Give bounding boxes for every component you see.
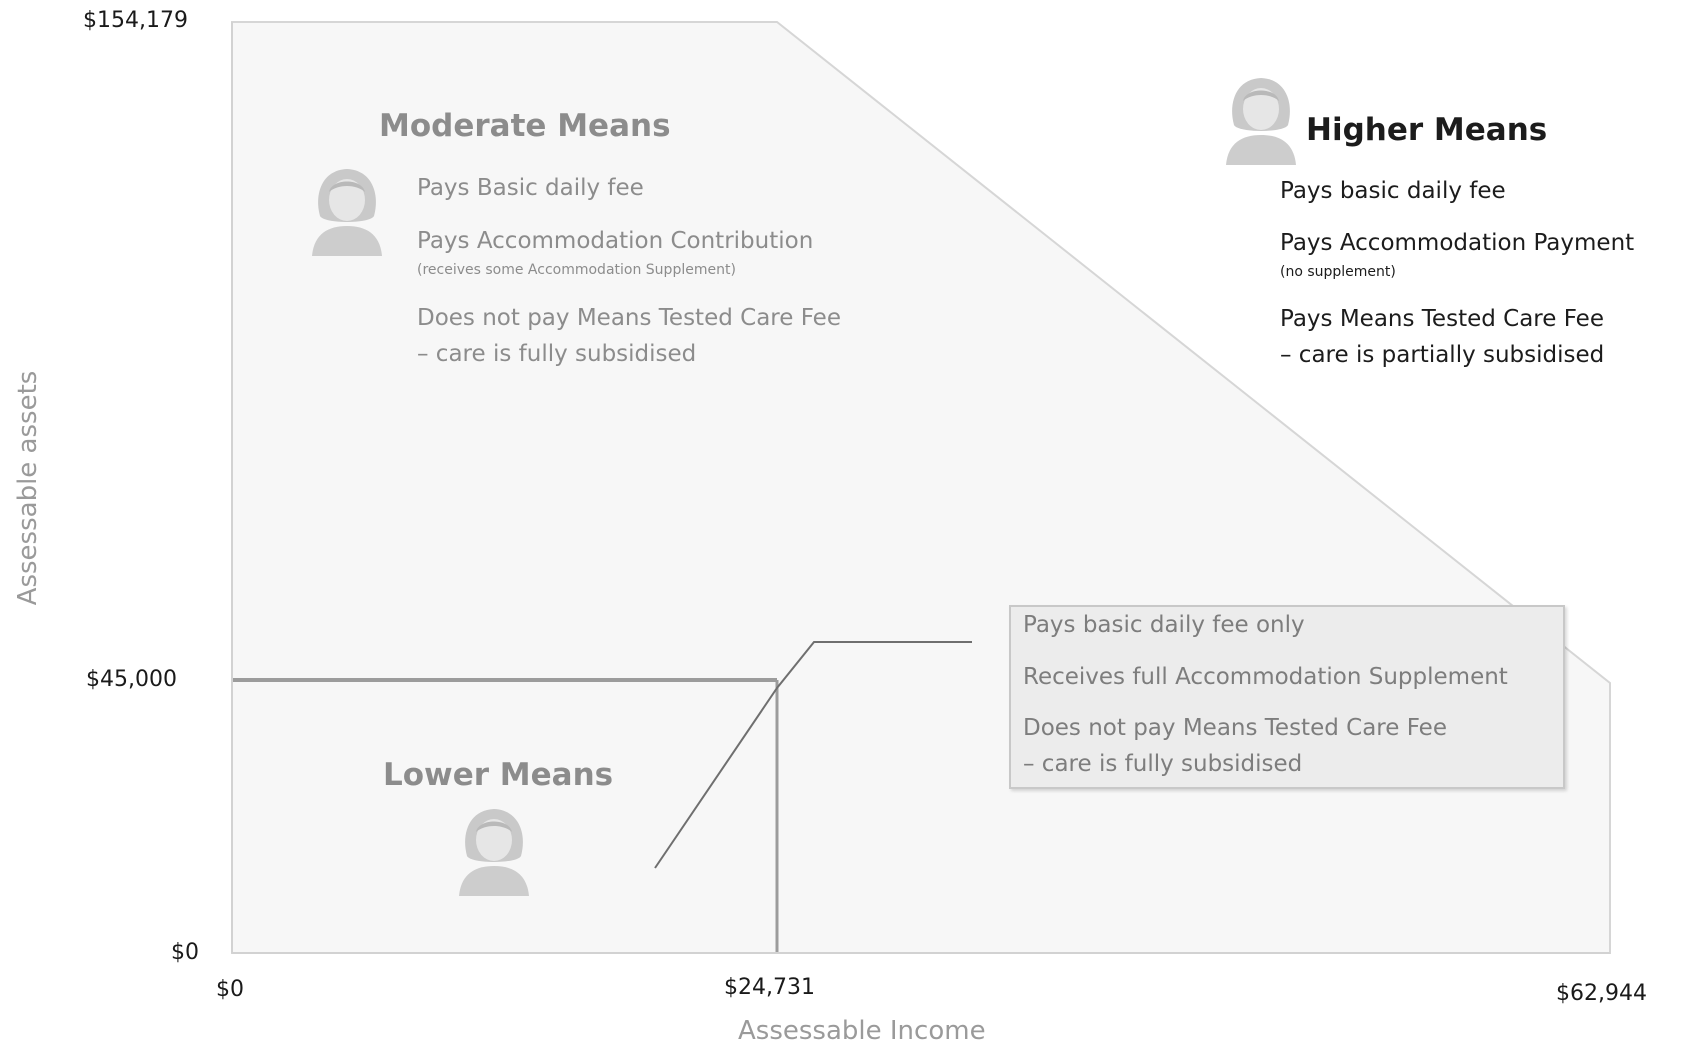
higher-item-basic-fee: Pays basic daily fee [1280, 178, 1506, 204]
person-icon [459, 809, 529, 896]
moderate-item-basic-fee: Pays Basic daily fee [417, 175, 644, 201]
moderate-item-care-fee-detail: – care is fully subsidised [417, 341, 697, 367]
means-region-area [231, 21, 1611, 954]
lower-item-accommodation: Receives full Accommodation Supplement [1023, 664, 1508, 690]
person-icon [1226, 78, 1296, 165]
moderate-means-title: Moderate Means [379, 108, 671, 144]
higher-item-accommodation-note: (no supplement) [1280, 264, 1396, 280]
y-tick-zero: $0 [171, 940, 199, 965]
x-axis-title: Assessable Income [738, 1016, 986, 1046]
lower-item-basic-fee: Pays basic daily fee only [1023, 612, 1305, 638]
higher-item-accommodation: Pays Accommodation Payment [1280, 230, 1635, 256]
x-tick-zero: $0 [216, 977, 244, 1002]
x-tick-max: $62,944 [1556, 981, 1647, 1006]
y-tick-mid: $45,000 [86, 667, 177, 692]
higher-item-care-fee-detail: – care is partially subsidised [1280, 342, 1605, 368]
lower-means-details-box: Pays basic daily fee only Receives full … [1009, 605, 1565, 789]
moderate-item-accommodation: Pays Accommodation Contribution [417, 228, 814, 254]
moderate-item-accommodation-note: (receives some Accommodation Supplement) [417, 262, 736, 278]
higher-item-care-fee: Pays Means Tested Care Fee [1280, 306, 1604, 332]
connector-line [654, 641, 972, 869]
moderate-item-care-fee: Does not pay Means Tested Care Fee [417, 305, 841, 331]
y-axis-title: Assessable assets [13, 370, 43, 606]
higher-means-title: Higher Means [1306, 112, 1548, 148]
lower-item-care-fee-detail: – care is fully subsidised [1023, 751, 1303, 777]
lower-item-care-fee: Does not pay Means Tested Care Fee [1023, 715, 1447, 741]
person-icon [312, 169, 382, 256]
y-tick-top: $154,179 [83, 8, 188, 33]
lower-means-title: Lower Means [383, 757, 614, 793]
x-tick-mid: $24,731 [724, 975, 815, 1000]
